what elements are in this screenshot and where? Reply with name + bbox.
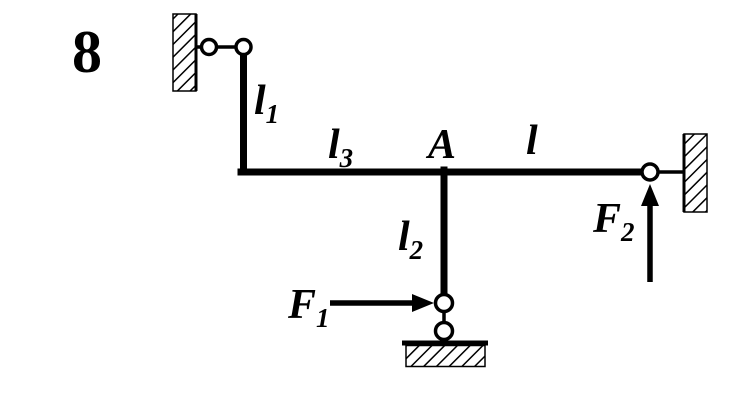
wall-top-left-hatch [172,13,197,92]
label-f1: F1 [287,282,330,333]
force-f2-arrow [641,184,659,282]
pin-circle-ground [433,320,455,342]
ground-hatch [405,344,486,368]
label-l2: l2 [398,214,423,265]
label-l: l [526,118,538,164]
force-f2-arrowhead [641,184,659,206]
problem-number-label: 8 [72,19,102,85]
label-l3: l3 [328,122,353,173]
label-point-a: A [425,122,456,168]
support-bottom [402,292,488,368]
pin-circle-top-wall [199,37,219,57]
pin-circle-top-rod [234,37,253,57]
wall-right-hatch [683,133,708,213]
pin-circle-right [640,162,660,182]
force-f1-arrowhead [412,294,434,312]
pin-circle-f1 [433,292,455,314]
wall-right [682,133,708,213]
label-l1: l1 [254,78,279,129]
wall-top-left [172,13,198,92]
label-f2: F2 [592,196,635,247]
force-f1-arrow [330,294,434,312]
link-right [640,162,684,182]
